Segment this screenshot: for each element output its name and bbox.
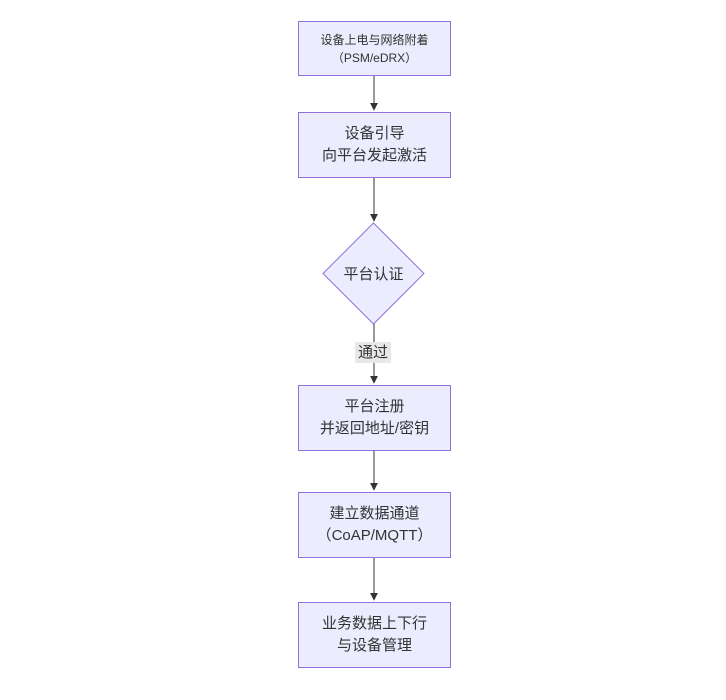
node-power-attach: 设备上电与网络附着 （PSM/eDRX） — [298, 21, 451, 76]
node-platform-auth-label: 平台认证 — [343, 266, 404, 283]
node-platform-register: 平台注册 并返回地址/密钥 — [298, 385, 451, 451]
node-business-data: 业务数据上下行 与设备管理 — [298, 602, 451, 668]
node-bootstrap: 设备引导 向平台发起激活 — [298, 112, 451, 178]
node-data-channel: 建立数据通道 （CoAP/MQTT） — [298, 492, 451, 558]
edge-label-pass: 通过 — [355, 342, 392, 363]
